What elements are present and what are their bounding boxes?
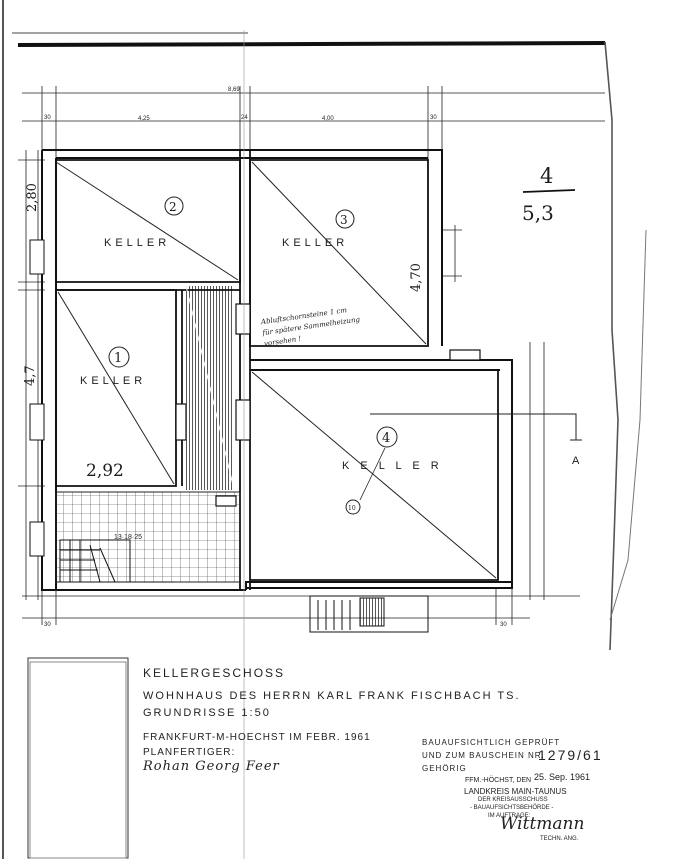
top-border-line bbox=[17, 41, 606, 47]
fraction-numerator: 4 bbox=[540, 164, 553, 188]
lower-left-frame bbox=[27, 657, 129, 859]
section-line bbox=[370, 413, 582, 441]
dim-top-left: 4,25 bbox=[138, 116, 150, 122]
stamp-line-1: BAUAUFSICHTLICH GEPRÜFT bbox=[422, 738, 561, 747]
bottom-dimension-chain bbox=[22, 588, 580, 625]
stair-measure: 13·18·25 bbox=[114, 534, 142, 541]
room-3-number: 3 bbox=[340, 213, 348, 227]
dim-left-wall: 30 bbox=[44, 115, 51, 121]
left-windows bbox=[29, 239, 45, 557]
room-1-label: KELLER bbox=[80, 375, 146, 387]
dim-room1-width: 2,92 bbox=[86, 461, 124, 481]
bottom-light-shaft bbox=[309, 595, 429, 633]
fraction-denominator: 5,3 bbox=[522, 201, 554, 225]
stamp-authority-sub-2: - BAUAUFSICHTSBEHÖRDE - bbox=[470, 805, 554, 811]
dim-left-lower: 4,7 bbox=[23, 365, 38, 386]
top-dimension-chain bbox=[22, 86, 605, 160]
dim-top-right: 4,00 bbox=[322, 116, 334, 122]
dim-left-upper: 2,80 bbox=[25, 183, 40, 212]
room-2-number: 2 bbox=[169, 200, 177, 214]
stamp-permit-number: 1279/61 bbox=[538, 747, 603, 763]
stamp-signature: Wittmann bbox=[500, 814, 585, 834]
stamp-role: TECHN. ANG. bbox=[540, 836, 579, 842]
right-torn-edge bbox=[604, 41, 619, 651]
room-number-circles bbox=[108, 196, 398, 515]
room-3-label: KELLER bbox=[282, 237, 348, 249]
place-date: FRANKFURT-M-HOECHST IM FEBR. 1961 bbox=[143, 732, 371, 743]
stamp-place-label: FFM.-HÖCHST, DEN bbox=[465, 777, 532, 784]
section-marker-a: A bbox=[572, 455, 580, 467]
room-1-number: 1 bbox=[114, 351, 122, 366]
drawing-scale: GRUNDRISSE 1:50 bbox=[143, 707, 271, 719]
hatch-diagonal bbox=[185, 285, 235, 491]
room-4-number: 4 bbox=[382, 431, 390, 446]
dim-bottom-left: 30 bbox=[44, 622, 51, 628]
room-4-leader bbox=[359, 447, 386, 501]
project-name: WOHNHAUS DES HERRN KARL FRANK FISCHBACH … bbox=[143, 690, 521, 702]
stamp-authority: LANDKREIS MAIN-TAUNUS bbox=[464, 787, 567, 796]
right-dimension-chain bbox=[442, 225, 545, 600]
stair-tile-grid bbox=[55, 491, 241, 583]
drafter-label: PLANFERTIGER: bbox=[143, 747, 236, 758]
room-4-mark: 10 bbox=[348, 505, 356, 512]
stamp-date: 25. Sep. 1961 bbox=[534, 772, 591, 782]
dim-top-total: 8,69 bbox=[228, 87, 240, 93]
dim-room3-height: 4,70 bbox=[409, 263, 424, 292]
wall-openings bbox=[175, 303, 481, 507]
room-4-label: K E L L E R bbox=[342, 460, 443, 472]
room-diagonals bbox=[55, 161, 497, 579]
room-4-small-circle bbox=[345, 499, 361, 515]
fraction-bar bbox=[522, 189, 576, 193]
dim-middle-wall: 24 bbox=[241, 115, 248, 121]
stamp-on-behalf: IM AUFTRAGE: bbox=[488, 813, 531, 819]
room-4-circle bbox=[376, 426, 398, 448]
dim-bottom-right: 30 bbox=[500, 622, 507, 628]
room-2-label: KELLER bbox=[104, 237, 170, 249]
stamp-line-3: GEHÖRIG bbox=[422, 764, 467, 773]
dim-right-wall: 30 bbox=[430, 115, 437, 121]
stamp-line-2: UND ZUM BAUSCHEIN NR. bbox=[422, 751, 545, 760]
drawing-title: KELLERGESCHOSS bbox=[143, 666, 286, 680]
stamp-authority-sub-1: DER KREISAUSSCHUSS bbox=[478, 797, 548, 803]
room-3-circle bbox=[335, 209, 355, 229]
staircase bbox=[59, 539, 175, 583]
room-2-circle bbox=[164, 196, 184, 216]
drafter-signature: Rohan Georg Feer bbox=[143, 759, 280, 774]
handwritten-note: Abluftschornsteine 1 cm für spätere Samm… bbox=[259, 306, 360, 348]
right-fold-line bbox=[609, 229, 647, 621]
room-1-circle bbox=[108, 346, 130, 368]
